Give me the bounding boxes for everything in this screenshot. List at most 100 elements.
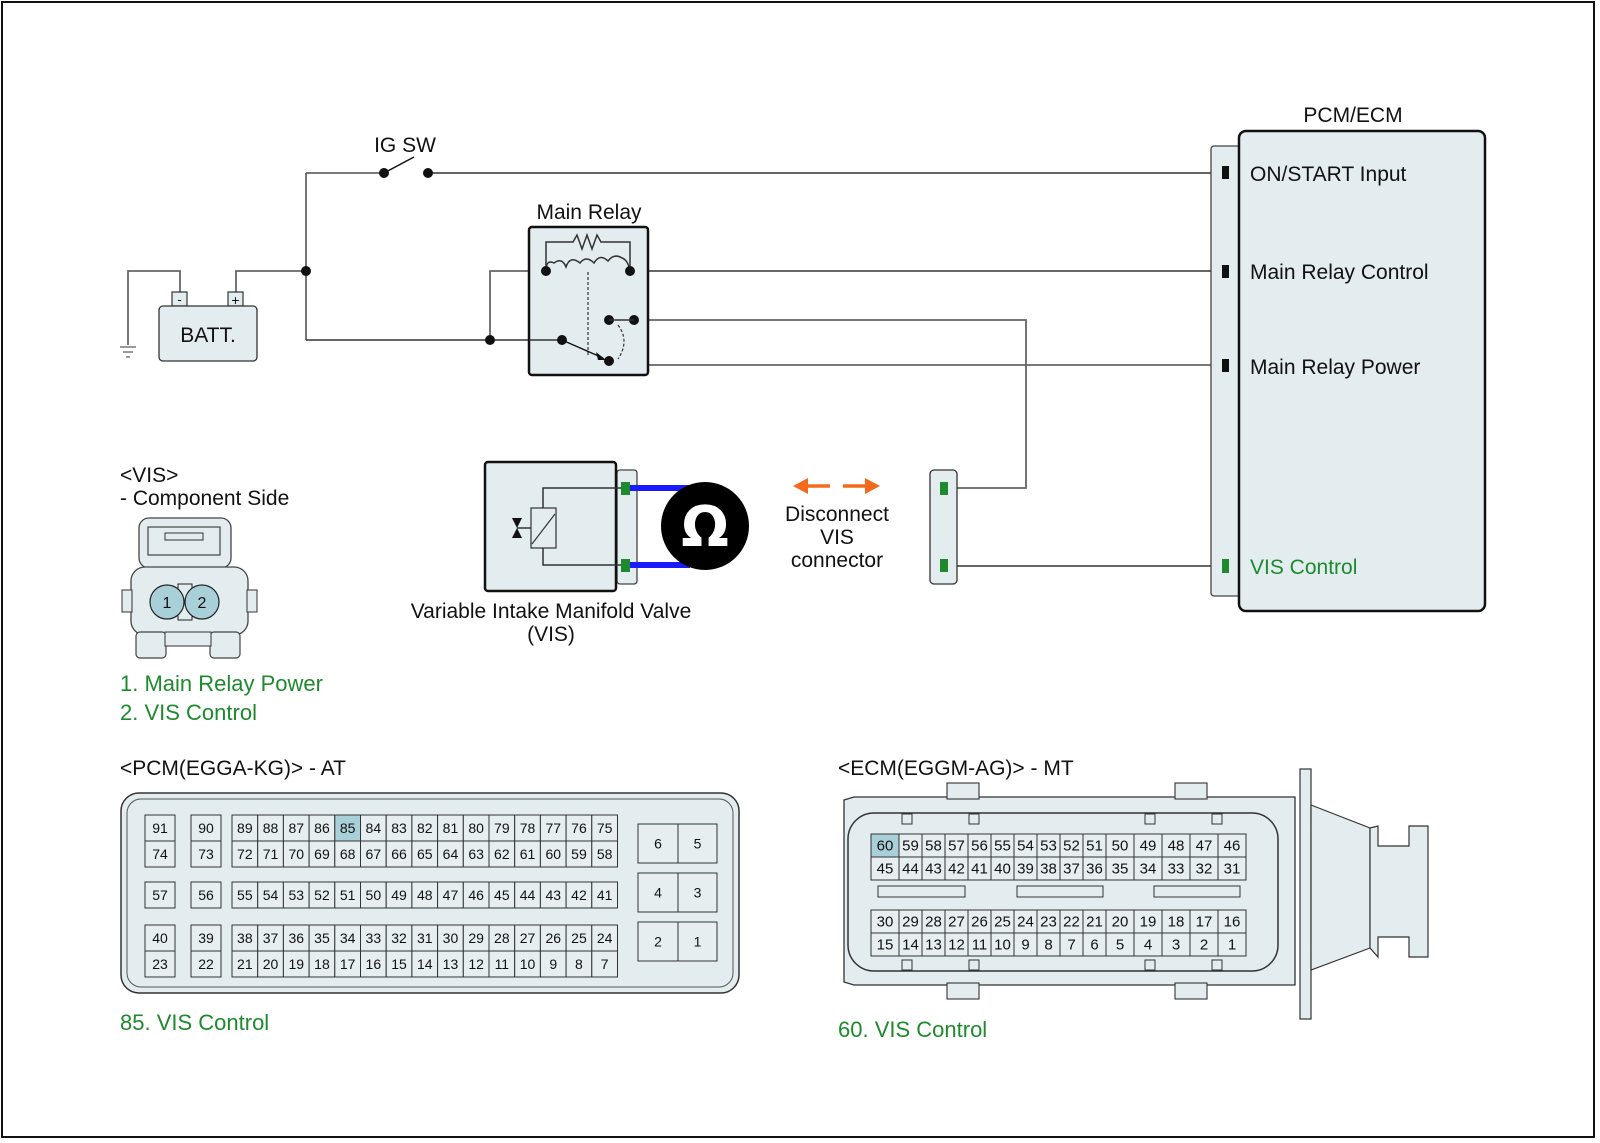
connector-pin-label: 34 [340, 930, 356, 946]
main-relay: Main Relay [527, 201, 650, 377]
connector-pin [677, 823, 718, 864]
connector-pin-label: 72 [237, 846, 253, 862]
solenoid-icon [530, 507, 557, 549]
connector-pin-label: 6 [654, 836, 662, 852]
vis-valve: Variable Intake Manifold Valve (VIS) [411, 460, 691, 646]
connector-pin-label: 44 [520, 887, 536, 903]
connector-pin-label: 39 [198, 930, 214, 946]
ecm-connector-title: <ECM(EGGM-AG)> - MT [838, 757, 1074, 780]
connector-pin [282, 950, 310, 978]
connector-pin-label: 40 [994, 861, 1011, 878]
connector-pin-label: 10 [520, 956, 536, 972]
battery-positive-wire [235, 270, 306, 292]
connector-pin [539, 924, 567, 952]
connector-pin-label: 22 [1063, 914, 1080, 931]
connector-pin [257, 950, 284, 978]
connector-pin-label: 83 [391, 820, 407, 836]
connector-pin-label: 23 [1040, 914, 1057, 931]
connector-pin-label: 3 [694, 885, 702, 901]
connector-pin [637, 872, 679, 913]
connector-pin-label: 33 [366, 930, 382, 946]
connector-pin [462, 881, 490, 909]
connector-pin-label: 50 [366, 887, 382, 903]
connector-pin-label: 43 [545, 887, 561, 903]
connector-pin-label: 60 [877, 838, 894, 855]
connector-pin [565, 881, 593, 909]
connector-pin-label: 1 [1228, 937, 1236, 954]
connector-pin-label: 21 [1086, 914, 1103, 931]
connector-pin-label: 8 [1044, 937, 1052, 954]
connector-pin-label: 60 [545, 846, 561, 862]
connector-pin-label: 15 [877, 937, 894, 954]
connector-pin-label: 4 [654, 885, 662, 901]
pcm-connector-view: <PCM(EGGA-KG)> - AT 91745740239073563922… [120, 757, 740, 1035]
connector-pin-label: 12 [468, 956, 484, 972]
connector-pin [360, 840, 387, 868]
connector-pin [437, 924, 464, 952]
connector-pin-label: 34 [1140, 861, 1157, 878]
connector-pin-label: 68 [340, 846, 356, 862]
connector-pin-label: 53 [288, 887, 304, 903]
connector-pin [437, 881, 464, 909]
connector-pin-label: 30 [877, 914, 894, 931]
connector-pin [282, 924, 310, 952]
connector-pin-label: 46 [1224, 838, 1241, 855]
connector-pin-label: 71 [263, 846, 279, 862]
junction-dot [485, 335, 495, 345]
connector-pin-label: 1 [694, 934, 702, 950]
connector-pin [591, 840, 618, 868]
connector-pin [565, 950, 593, 978]
connector-pin [488, 950, 516, 978]
connector-pin-label: 29 [902, 914, 919, 931]
connector-pin [144, 840, 176, 868]
connector-pin-label: 33 [1168, 861, 1185, 878]
connector-pin-label: 78 [520, 820, 536, 836]
connector-pin [144, 924, 176, 952]
connector-pin [334, 840, 361, 868]
connector-pin-label: 18 [1168, 914, 1185, 931]
connector-pin-label: 37 [1063, 861, 1080, 878]
arrow-left-icon [793, 478, 808, 494]
connector-pin-label: 89 [237, 820, 253, 836]
connector-pin-label: 32 [391, 930, 407, 946]
connector-pin [190, 840, 222, 868]
disconnect-note-line: Disconnect [785, 503, 889, 526]
connector-pin-label: 14 [417, 956, 433, 972]
connector-pin-label: 59 [902, 838, 919, 855]
ecu-title: PCM/ECM [1303, 104, 1402, 127]
connector-pin-label: 88 [263, 820, 279, 836]
connector-pin-label: 43 [925, 861, 942, 878]
connector-pin-label: 10 [994, 937, 1011, 954]
connector-pin-label: 48 [1168, 838, 1185, 855]
connector-pin [190, 814, 222, 842]
connector-pin-label: 6 [1090, 937, 1098, 954]
connector-pin [334, 950, 361, 978]
connector-pin-label: 64 [443, 846, 459, 862]
valve-icon [512, 518, 522, 528]
connector-pin-label: 32 [1196, 861, 1213, 878]
connector-pin-label: 14 [902, 937, 919, 954]
connector-pin-label: 9 [1021, 937, 1029, 954]
connector-pin [231, 950, 259, 978]
connector-pin [282, 840, 310, 868]
connector-pin-label: 82 [417, 820, 433, 836]
connector-pin-label: 59 [571, 846, 587, 862]
connector-pin-label: 15 [391, 956, 407, 972]
connector-pin-label: 4 [1144, 937, 1152, 954]
ecu-body [1237, 129, 1487, 613]
connector-pin [539, 881, 567, 909]
connector-pin-label: 49 [391, 887, 407, 903]
connector-pin-label: 41 [971, 861, 988, 878]
connector-pin-label: 38 [237, 930, 253, 946]
connector-pin-label: 63 [468, 846, 484, 862]
vis-pin-label: 1 [163, 595, 172, 612]
connector-pin-label: 52 [314, 887, 330, 903]
connector-pin [385, 881, 413, 909]
connector-pin [282, 814, 310, 842]
connector-pin-label: 90 [198, 820, 214, 836]
connector-pin [411, 814, 439, 842]
connector-pin-label: 2 [1200, 937, 1208, 954]
connector-pin-label: 61 [520, 846, 536, 862]
